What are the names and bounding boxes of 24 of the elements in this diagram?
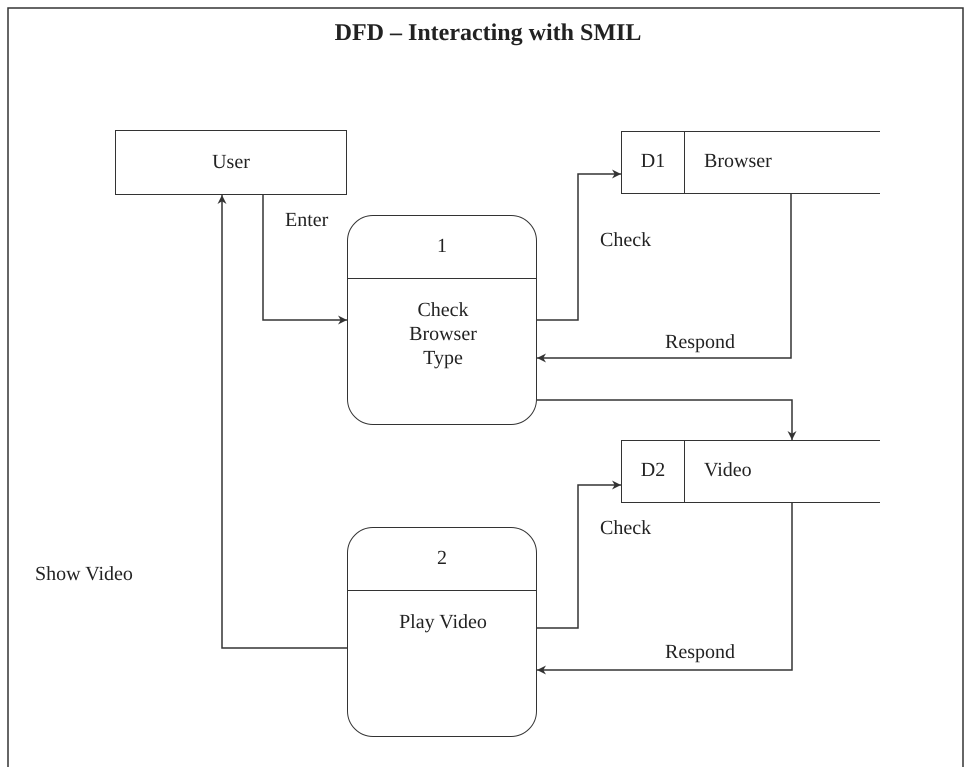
store-id: D2 [640,458,666,482]
process-number: 2 [436,546,448,570]
data-store [621,131,880,194]
data-store [621,440,880,503]
process-box [347,215,537,425]
diagram-title: DFD – Interacting with SMIL [334,20,642,47]
store-name: Browser [704,149,772,173]
external-entity [115,130,347,195]
data-flow-arrow [218,195,347,649]
edge-label: Respond [663,331,737,354]
data-flow-arrow [537,480,621,629]
data-flow-arrow [537,399,796,440]
data-flow-arrow [262,195,347,324]
store-name: Video [704,458,752,482]
process-number: 1 [436,234,448,258]
data-flow-arrow [537,503,793,674]
data-flow-arrow [537,194,792,362]
entity-name: User [211,150,251,174]
data-flow-arrow [537,170,621,321]
process-label: Check Browser Type [408,298,478,370]
store-id: D1 [640,149,666,173]
process-label: Play Video [398,610,488,634]
edge-label: Respond [663,641,737,664]
process-box [347,527,537,737]
